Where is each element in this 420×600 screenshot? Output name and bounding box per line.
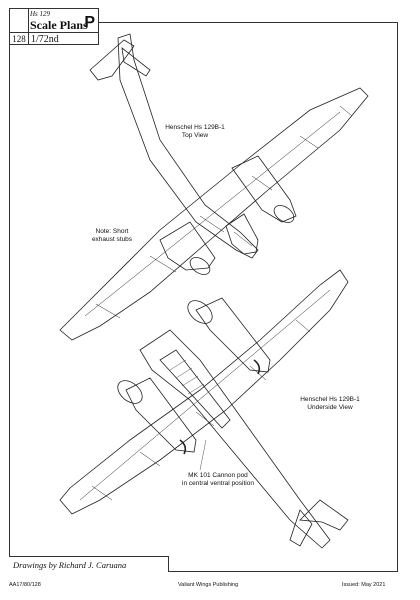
top-fuselage: [117, 33, 259, 259]
under-tailplane: [299, 499, 349, 531]
header-box: Hs 129 Scale Plans P 128 1/72nd: [9, 8, 99, 45]
top-nacelle-left: [159, 221, 216, 271]
scale-label: 1/72nd: [31, 34, 59, 45]
under-nacelle-left: [125, 377, 197, 453]
underside-view-drawing: [59, 269, 349, 549]
footer-publisher: Valiant Wings Publishing: [178, 582, 239, 588]
exhaust-note-line2: exhaust stubs: [91, 236, 133, 243]
top-cockpit: [225, 213, 259, 255]
header-title: Scale Plans: [30, 18, 88, 32]
drawing-frame: [9, 22, 398, 572]
cannon-pod-label: MK 101 Cannon pod in central ventral pos…: [168, 472, 268, 488]
underside-view-label-line1: Henschel Hs 129B-1: [300, 396, 360, 403]
underside-view-label-line2: Underside View: [307, 404, 353, 411]
under-nacelle-right: [195, 297, 271, 373]
top-view-label: Henschel Hs 129B-1 Top View: [150, 124, 240, 140]
exhaust-note-line1: Note: Short: [95, 228, 129, 235]
header-vertical-divider: [28, 9, 29, 32]
cannon-pod-line1: MK 101 Cannon pod: [188, 472, 248, 479]
footer-issue-date: Issued: May 2021: [342, 582, 386, 588]
underside-view-label: Henschel Hs 129B-1 Underside View: [282, 396, 378, 412]
under-fuselage: [139, 329, 331, 549]
page-number: 128: [10, 33, 29, 45]
footer-code: AA17/80/128: [9, 582, 41, 588]
header-subtitle: Hs 129: [30, 10, 51, 18]
header-divider: [10, 32, 98, 33]
under-cannon-pod: [159, 349, 231, 429]
under-wing: [59, 269, 349, 515]
top-tailplane: [89, 39, 135, 81]
drawing-credit: Drawings by Richard J. Caruana: [9, 556, 169, 572]
scale-drawings: [59, 33, 369, 549]
top-wing: [59, 87, 369, 341]
cannon-pod-line2: in central ventral position: [182, 480, 254, 487]
top-view-label-line2: Top View: [181, 132, 209, 139]
exhaust-note-label: Note: Short exhaust stubs: [82, 228, 142, 244]
top-nacelle-right: [231, 155, 297, 223]
section-letter: P: [84, 14, 95, 31]
top-view-drawing: [59, 33, 369, 341]
top-view-label-line1: Henschel Hs 129B-1: [165, 124, 225, 131]
